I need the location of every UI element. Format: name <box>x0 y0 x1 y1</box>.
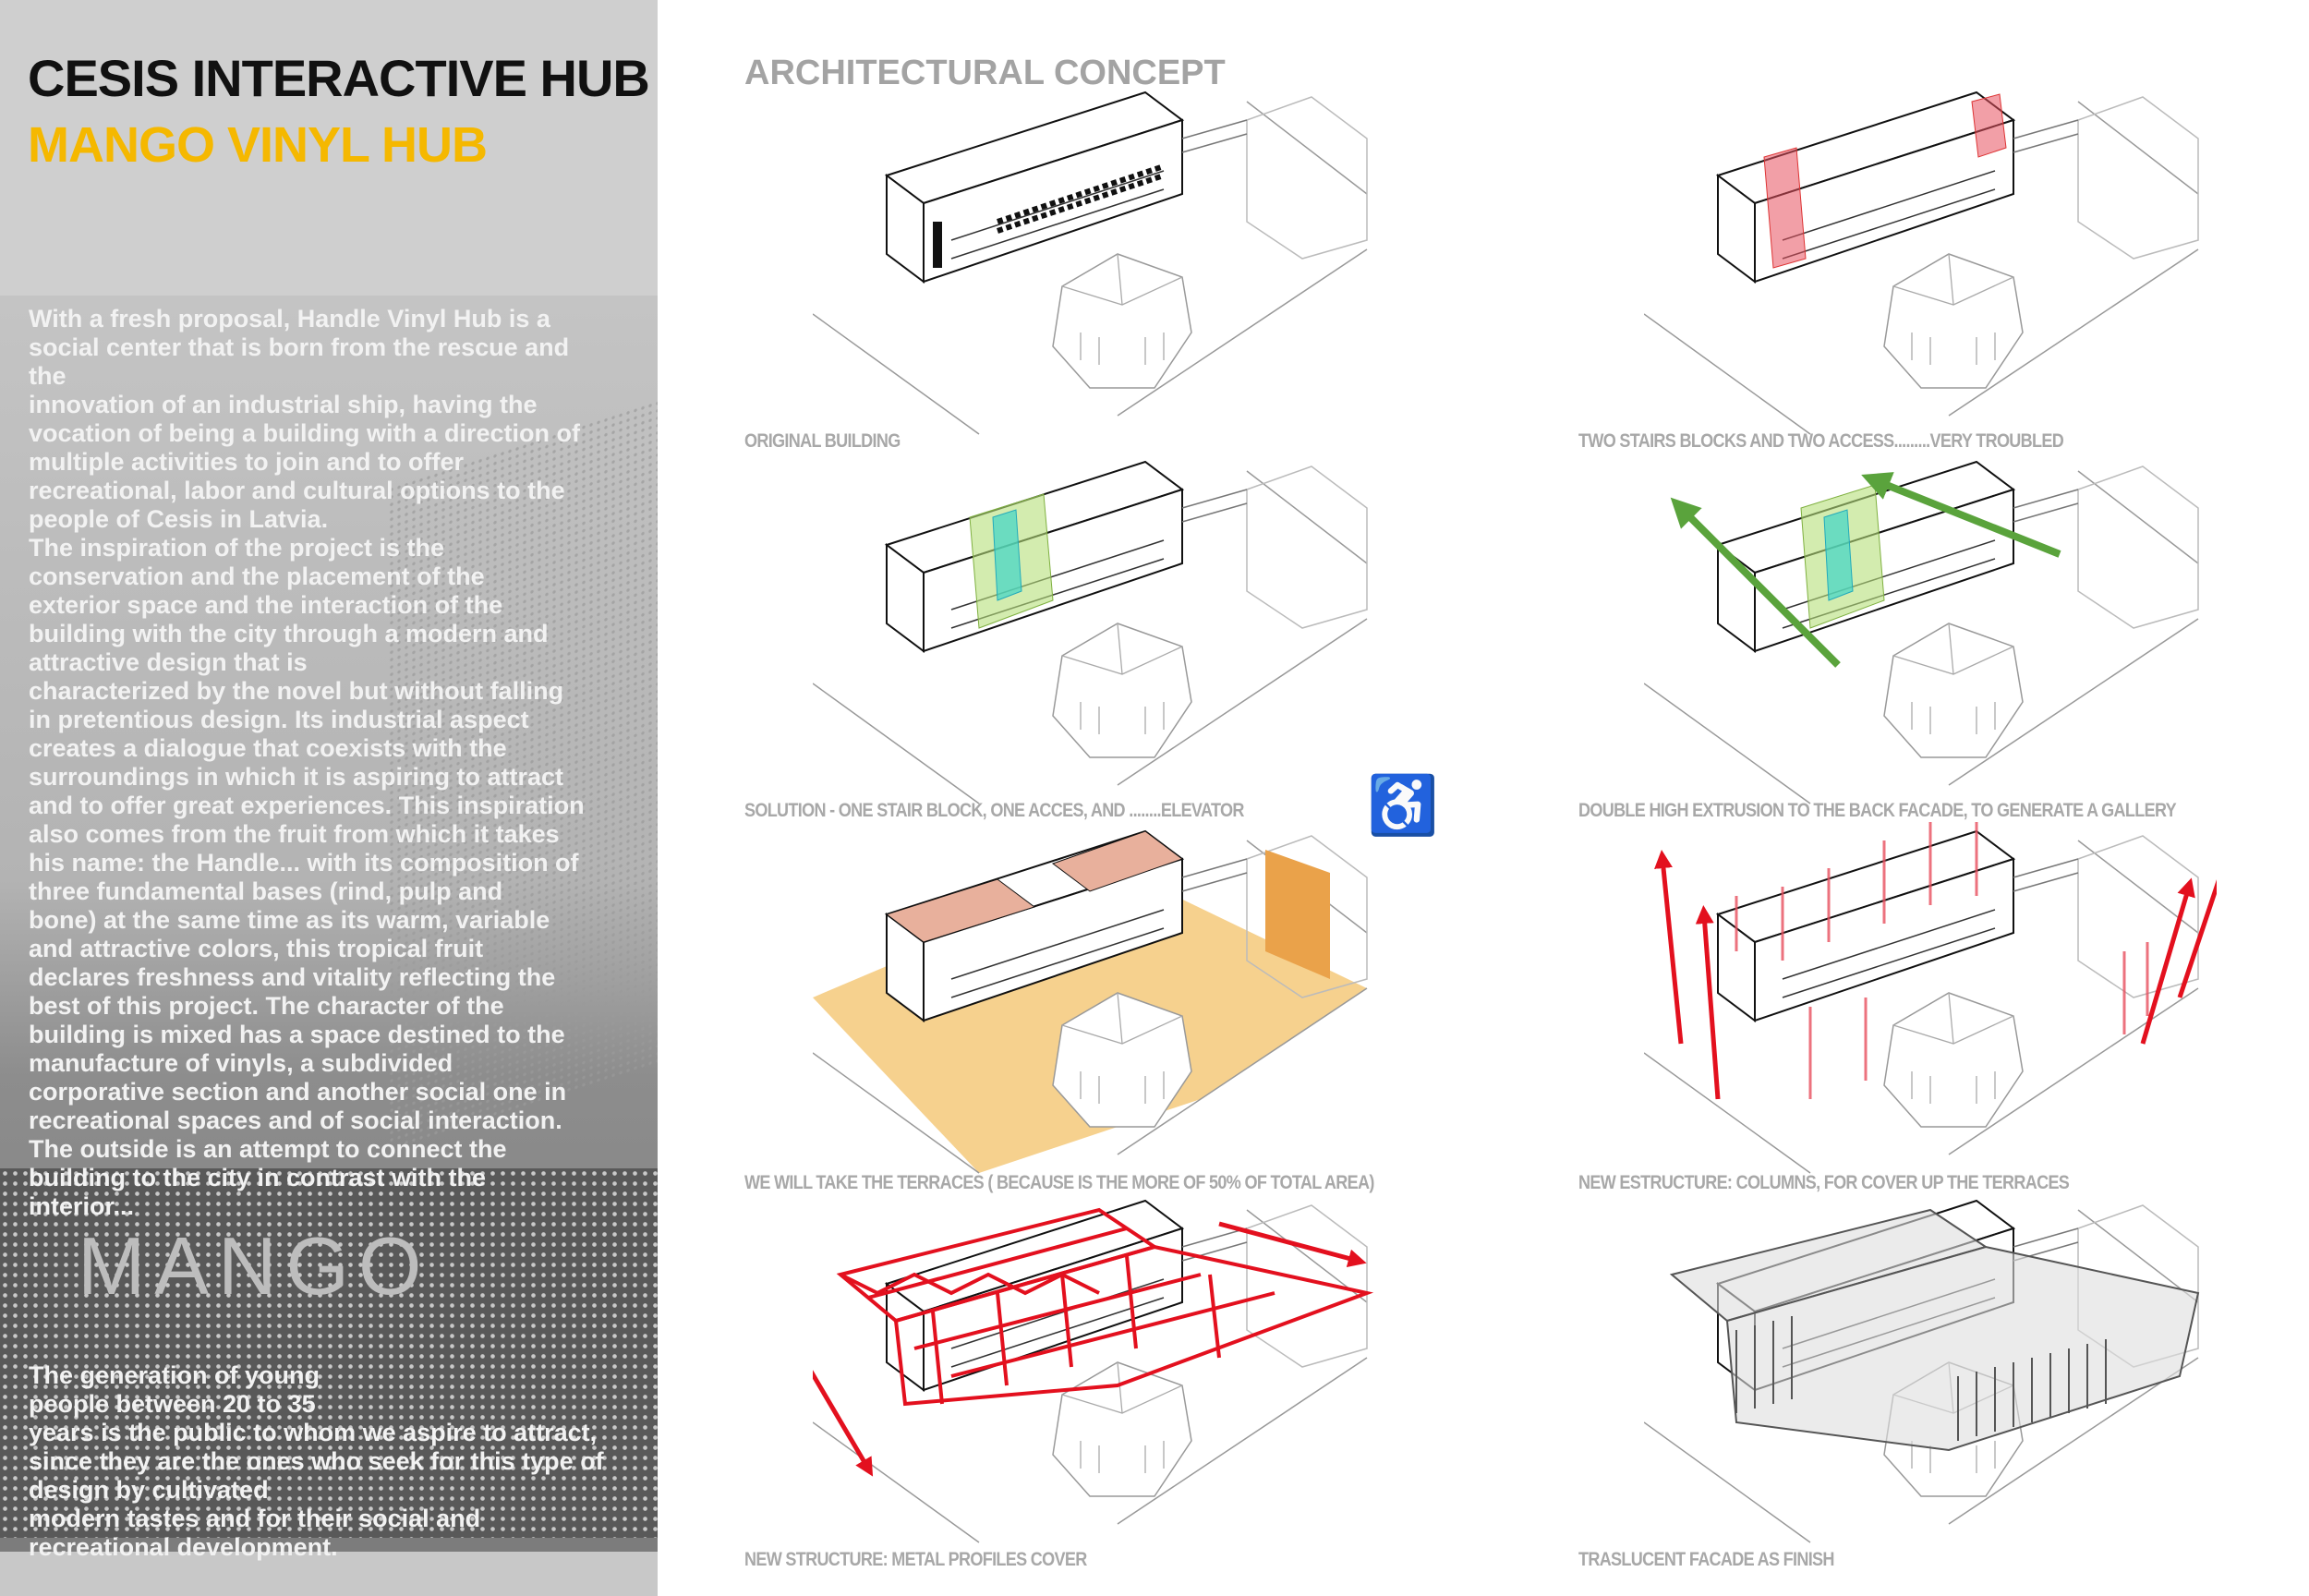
diagram-metal-cover <box>813 1200 1374 1543</box>
caption-metal-cover: NEW STRUCTURE: METAL PROFILES COVER <box>744 1549 1087 1570</box>
diagram-two-stairs <box>1644 91 2199 435</box>
diagram-terraces <box>813 830 1368 1174</box>
diagram-columns <box>1644 822 2217 1174</box>
diagram-double-high-extrusion <box>1644 461 2199 804</box>
audience-text: The generation of young people between 2… <box>29 1361 604 1561</box>
caption-solution: SOLUTION - ONE STAIR BLOCK, ONE ACCES, A… <box>744 800 1244 821</box>
project-subtitle: MANGO VINYL HUB <box>28 117 488 173</box>
project-title: CESIS INTERACTIVE HUB <box>28 49 650 107</box>
caption-terraces: WE WILL TAKE THE TERRACES ( BECAUSE IS T… <box>744 1172 1374 1193</box>
caption-translucent-facade: TRASLUCENT FACADE AS FINISH <box>1578 1549 1834 1570</box>
caption-original-building: ORIGINAL BUILDING <box>744 430 901 452</box>
sidebar-panel: CESIS INTERACTIVE HUB MANGO VINYL HUB Wi… <box>0 0 658 1596</box>
diagram-translucent-facade <box>1644 1200 2200 1543</box>
section-heading: ARCHITECTURAL CONCEPT <box>744 54 1226 92</box>
diagram-original-building <box>813 91 1368 435</box>
caption-columns: NEW ESTRUCTURE: COLUMNS, FOR COVER UP TH… <box>1578 1172 2070 1193</box>
caption-two-stairs: TWO STAIRS BLOCKS AND TWO ACCESS........… <box>1578 430 2064 452</box>
diagram-solution-elevator <box>813 461 1368 804</box>
caption-double-high: DOUBLE HIGH EXTRUSION TO THE BACK FACADE… <box>1578 800 2177 821</box>
floor-image <box>0 1552 658 1596</box>
perforated-panel-image <box>0 1168 658 1538</box>
project-description: With a fresh proposal, Handle Vinyl Hub … <box>29 305 585 1220</box>
wheelchair-icon: ♿ <box>1367 774 1439 838</box>
mango-logo: MANGO <box>78 1220 431 1312</box>
